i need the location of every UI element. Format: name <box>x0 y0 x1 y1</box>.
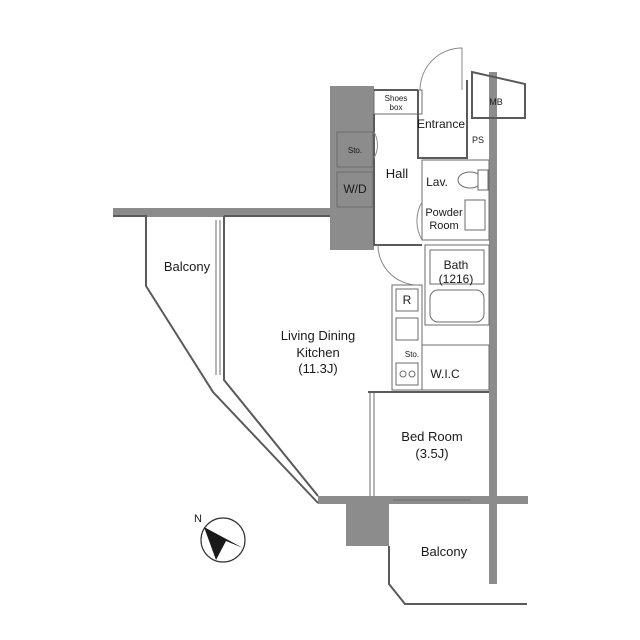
room-label-powder-room: Room <box>429 220 458 232</box>
fixture-label-washer-dryer: W/D <box>343 182 367 196</box>
bath-outline <box>424 244 490 326</box>
room-label-entrance: Entrance <box>417 117 465 131</box>
north-wall-living <box>113 208 331 217</box>
compass-north-label: N <box>194 513 202 525</box>
hall-door-swing <box>377 244 419 286</box>
fixture-label-shoes: Shoes <box>385 94 408 103</box>
fixture-label-pipe-space: PS <box>472 135 484 145</box>
refrigerator-icon <box>395 288 419 312</box>
powder-door-swing <box>416 201 423 241</box>
wall-outlines <box>113 70 527 605</box>
room-label-kitchen: Kitchen <box>296 345 339 360</box>
structural-walls <box>113 72 528 584</box>
bathtub-icon <box>429 289 485 323</box>
north-arrow-icon <box>204 527 243 560</box>
living-west-wall <box>223 216 319 497</box>
compass-circle <box>200 517 246 563</box>
entrance-door-swing <box>419 47 463 91</box>
fixture-label-storage-kitchen: Sto. <box>405 350 419 359</box>
door-swings <box>373 47 463 286</box>
stove-icon <box>395 362 419 386</box>
washbasin-icon <box>464 199 486 231</box>
meter-box-outline <box>471 70 526 119</box>
fixture-labels: Shoes box Sto. W/D PS MB R Sto. <box>343 94 502 359</box>
room-size-living: (11.3J) <box>298 361 338 376</box>
fixture-label-storage-hall: Sto. <box>348 146 362 155</box>
core-column <box>330 86 374 250</box>
room-label-lavatory: Lav. <box>426 175 448 189</box>
fixtures <box>395 169 489 386</box>
burner-icon <box>408 370 416 378</box>
room-label-powder: Powder <box>425 207 463 219</box>
room-size-bath: (1216) <box>439 272 474 286</box>
south-column <box>346 503 389 546</box>
kitchen-counter-outline <box>391 284 423 391</box>
bath-washarea-icon <box>429 249 485 285</box>
room-label-balcony-south: Balcony <box>421 544 468 559</box>
fixture-label-box: box <box>390 103 403 112</box>
room-label-balcony-west: Balcony <box>164 259 211 274</box>
entrance-box <box>417 80 468 159</box>
compass: N <box>194 513 246 563</box>
room-label-bath: Bath <box>444 258 469 272</box>
room-label-wic: W.I.C <box>430 367 460 381</box>
room-size-bedroom: (3.5J) <box>415 446 448 461</box>
powder-room-outline <box>421 159 490 241</box>
room-label-hall: Hall <box>386 166 409 181</box>
burner-icon <box>399 370 407 378</box>
room-labels: Balcony Living Dining Kitchen (11.3J) Ha… <box>164 117 473 559</box>
storage-door-swing <box>373 131 378 159</box>
kitchen-sink-icon <box>395 317 419 341</box>
east-wall <box>489 72 497 584</box>
south-balcony-rail <box>388 546 527 605</box>
room-label-living: Living Dining <box>281 328 355 343</box>
west-balcony-rail <box>113 215 319 504</box>
fixture-label-refrigerator: R <box>403 293 412 307</box>
room-label-bedroom: Bed Room <box>401 429 462 444</box>
toilet-tank-icon <box>477 169 489 191</box>
fixture-label-meter-box: MB <box>489 97 503 107</box>
